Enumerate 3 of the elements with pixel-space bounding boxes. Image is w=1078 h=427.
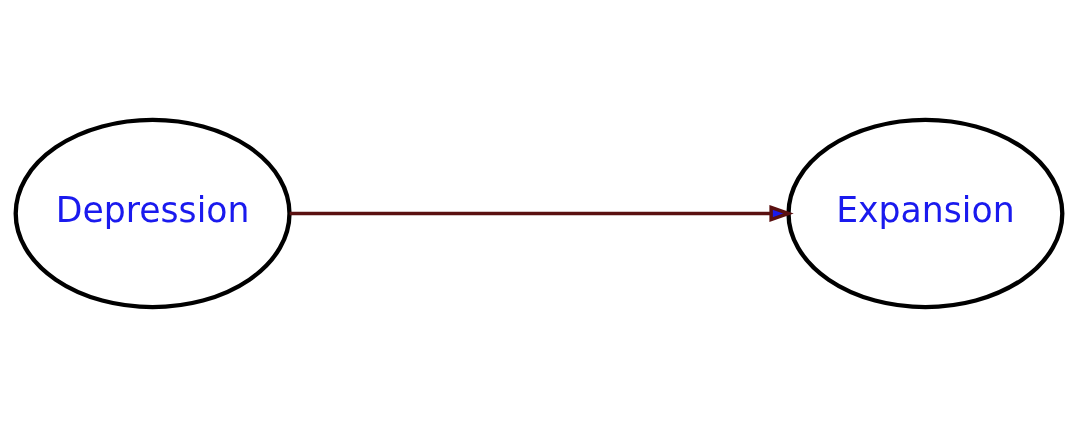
node-ellipse: Expansion [786, 117, 1065, 310]
node-ellipse: Depression [13, 117, 292, 310]
arrow [289, 205, 794, 222]
